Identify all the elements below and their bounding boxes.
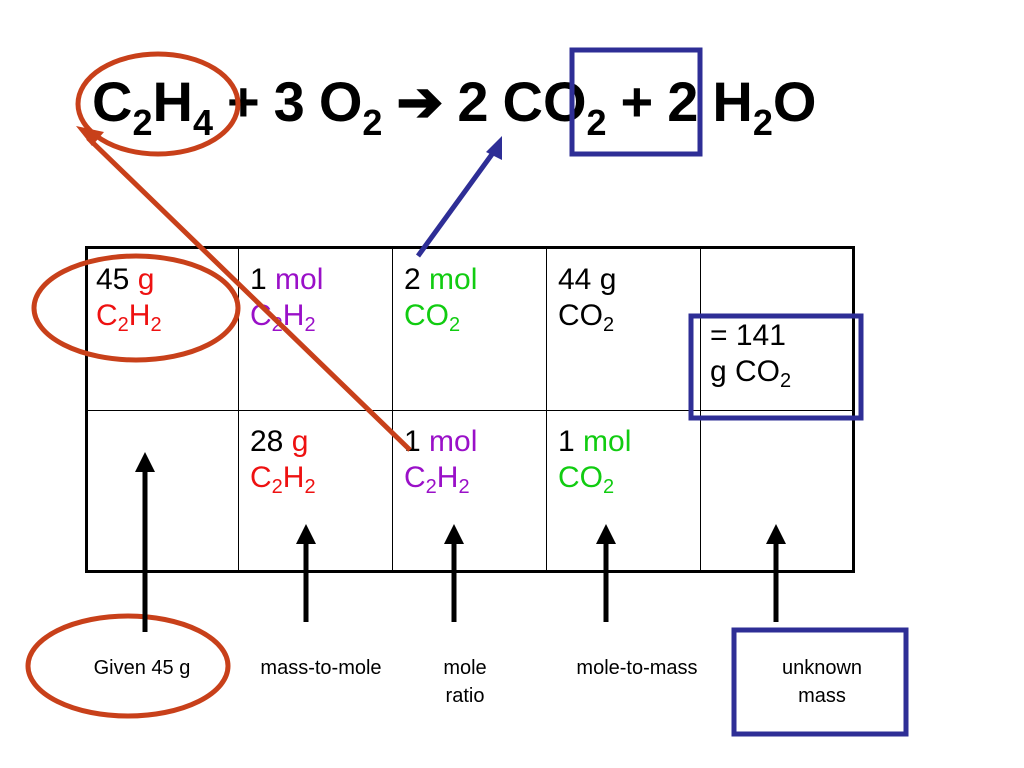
cell-number: 1 bbox=[558, 425, 575, 458]
cell-unit: g bbox=[599, 263, 617, 296]
cell-formula: CO2 bbox=[558, 299, 615, 336]
arrowhead-blue-icon bbox=[486, 136, 502, 160]
reactant-oxygen: O2 bbox=[318, 62, 383, 143]
cell-unit: mol bbox=[275, 263, 324, 296]
label-mass-to-mole: mass-to-mole bbox=[260, 657, 382, 679]
circle-given-cell bbox=[31, 253, 241, 363]
cell-unit: mol bbox=[583, 425, 632, 458]
eq-text: C bbox=[92, 70, 133, 133]
arrowhead-red-icon bbox=[76, 126, 104, 146]
reaction-arrow-icon: ➔ bbox=[396, 70, 444, 133]
cell-number: 28 bbox=[250, 425, 284, 458]
arrow-mole-ratio bbox=[444, 524, 464, 622]
label-mole-to-mass: mole-to-mass bbox=[576, 657, 698, 679]
eq-text: O bbox=[772, 70, 817, 133]
cell-result: = 141 g CO2 bbox=[710, 318, 791, 399]
cell-unit: mol bbox=[429, 263, 478, 296]
dimensional-analysis-grid bbox=[85, 246, 855, 573]
cell-formula: C2H2 bbox=[404, 461, 470, 498]
plus-sign: + bbox=[620, 70, 654, 133]
eq-text: H bbox=[152, 70, 193, 133]
cell-molar-mass-product: 44 g CO2 bbox=[558, 262, 616, 343]
coefficient: 3 bbox=[273, 70, 305, 133]
eq-subscript: 2 bbox=[132, 102, 153, 143]
cell-formula: C2H2 bbox=[250, 299, 316, 336]
cell-formula: CO2 bbox=[558, 461, 615, 498]
cell-formula: C2H2 bbox=[250, 461, 316, 498]
cell-one-mol-reactant: 1 mol C2H2 bbox=[250, 262, 323, 343]
arrow-ratio-to-reactant bbox=[86, 136, 412, 452]
circle-ethylene bbox=[75, 51, 241, 157]
eq-text: H bbox=[712, 70, 753, 133]
product-water: H2O bbox=[712, 62, 817, 143]
cell-mole-product: 1 mol CO2 bbox=[558, 424, 631, 505]
eq-subscript: 4 bbox=[192, 102, 213, 143]
box-unknown bbox=[731, 627, 909, 737]
eq-subscript: 2 bbox=[586, 102, 607, 143]
eq-subscript: 2 bbox=[362, 102, 383, 143]
box-co2 bbox=[569, 47, 703, 157]
arrow-mole-to-mass bbox=[596, 524, 616, 622]
cell-unit: mol bbox=[429, 425, 478, 458]
cell-number: 44 bbox=[558, 263, 592, 296]
box-result bbox=[688, 313, 864, 421]
arrow-given bbox=[135, 452, 155, 632]
cell-number: 45 bbox=[96, 263, 130, 296]
result-value: = 141 bbox=[710, 319, 786, 352]
cell-formula: CO2 bbox=[404, 299, 461, 336]
cell-formula: C2H2 bbox=[96, 299, 162, 336]
arrow-ratio-to-product bbox=[415, 144, 501, 258]
cell-unit: g bbox=[291, 425, 309, 458]
eq-subscript: 2 bbox=[752, 102, 773, 143]
cell-given-mass: 45 g C2H2 bbox=[96, 262, 162, 343]
cell-molar-mass-reactant: 28 g C2H2 bbox=[250, 424, 316, 505]
label-given: Given 45 g bbox=[93, 657, 191, 679]
cell-number: 2 bbox=[404, 263, 421, 296]
coefficient: 2 bbox=[667, 70, 699, 133]
eq-text: O bbox=[318, 70, 363, 133]
arrow-unknown bbox=[766, 524, 786, 622]
reactant-ethylene: C2H4 bbox=[92, 62, 213, 143]
arrow-mass-to-mole bbox=[296, 524, 316, 622]
cell-two-mol-product: 2 mol CO2 bbox=[404, 262, 477, 343]
result-unit: g CO2 bbox=[710, 355, 792, 392]
cell-number: 1 bbox=[250, 263, 267, 296]
cell-mole-ratio-reactant: 1 mol C2H2 bbox=[404, 424, 477, 505]
circle-given-label bbox=[25, 613, 231, 719]
cell-unit: g bbox=[137, 263, 155, 296]
coefficient: 2 bbox=[457, 70, 489, 133]
